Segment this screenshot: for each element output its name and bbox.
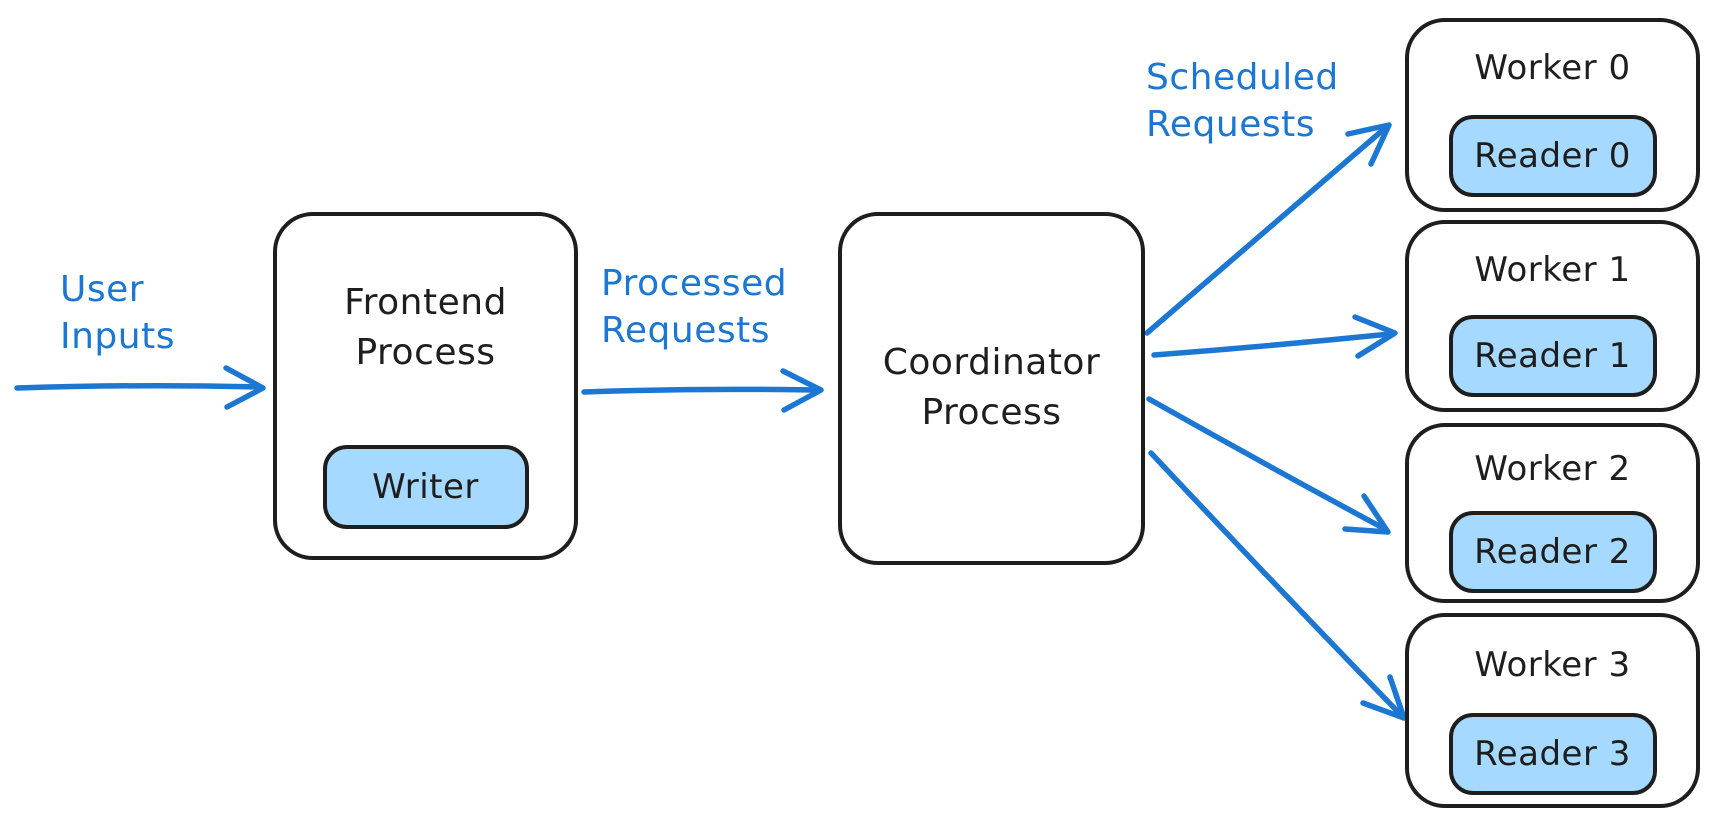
frontend-process-box: Frontend Process Writer [273, 212, 578, 560]
writer-chip-label: Writer [372, 467, 479, 507]
worker-2-box: Worker 2 Reader 2 [1405, 423, 1700, 603]
reader-1-chip-label: Reader 1 [1474, 336, 1631, 376]
reader-3-chip-label: Reader 3 [1474, 734, 1631, 774]
arrow-coordinator-to-worker-3 [1148, 450, 1407, 721]
processed-requests-label: Processed Requests [601, 263, 788, 351]
reader-2-chip: Reader 2 [1448, 511, 1657, 593]
scheduled-requests-label: Scheduled Requests [1146, 57, 1339, 145]
reader-0-chip: Reader 0 [1448, 115, 1657, 197]
worker-3-title: Worker 3 [1474, 645, 1631, 685]
worker-0-box: Worker 0 Reader 0 [1405, 18, 1700, 212]
coordinator-process-title: Coordinator Process [882, 342, 1101, 433]
worker-0-title: Worker 0 [1474, 48, 1631, 88]
arrow-coordinator-to-worker-1 [1151, 314, 1398, 359]
reader-1-chip: Reader 1 [1448, 315, 1657, 397]
worker-1-title: Worker 1 [1474, 250, 1631, 290]
arrow-frontend-to-coordinator [581, 368, 824, 413]
writer-chip: Writer [322, 445, 529, 529]
worker-1-box: Worker 1 Reader 1 [1405, 220, 1700, 412]
reader-3-chip: Reader 3 [1448, 713, 1657, 795]
reader-2-chip-label: Reader 2 [1474, 532, 1631, 572]
user-inputs-label: User Inputs [60, 269, 175, 357]
frontend-process-title: Frontend Process [344, 282, 507, 373]
arrow-coordinator-to-worker-2 [1146, 396, 1391, 535]
arrow-coordinator-to-worker-0 [1144, 122, 1392, 336]
arrow-user-inputs-to-frontend [14, 365, 266, 410]
coordinator-process-box: Coordinator Process [838, 212, 1145, 565]
reader-0-chip-label: Reader 0 [1474, 136, 1631, 176]
worker-3-box: Worker 3 Reader 3 [1405, 613, 1700, 808]
worker-2-title: Worker 2 [1474, 449, 1631, 489]
